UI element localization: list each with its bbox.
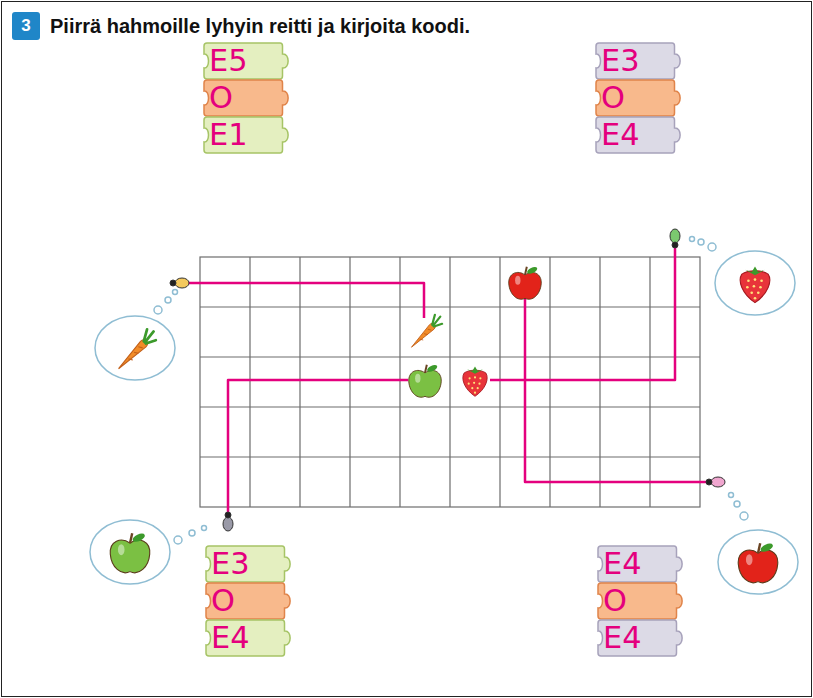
code-text: O [205,582,293,620]
code-text: E4 [595,116,683,154]
code-text: O [595,79,683,117]
code-puzzle-piece: E3 [205,545,293,583]
code-text: E3 [595,42,683,80]
thought-bubbles-part [189,530,195,536]
thought-bubbles-part [165,297,171,303]
code-text: E1 [203,116,291,154]
grid-fruits-part [509,266,542,300]
thought-bubbles-part [718,530,798,594]
code-puzzle-piece: O [203,79,291,117]
code-text: E4 [205,619,293,657]
route-lines-part [525,298,708,482]
bugs-part [672,242,678,248]
code-puzzle-piece: E4 [597,545,685,583]
task-number: 3 [21,16,30,36]
bugs-part [223,517,233,531]
thought-bubbles [90,237,798,595]
route-lines-part [228,380,408,514]
thought-bubbles-part [202,526,207,531]
thought-bubbles-part [740,512,748,520]
thought-bubbles-part [154,306,162,314]
grid-part [200,307,700,457]
code-text: E3 [205,545,293,583]
task-title: Piirrä hahmoille lyhyin reitti ja kirjoi… [50,12,470,40]
grid-fruits [409,266,542,398]
bubble-fruits-part [740,266,770,302]
code-text: O [597,582,685,620]
bugs-part [670,229,680,243]
thought-bubbles-part [690,237,695,242]
bugs-part [711,477,725,487]
code-text: E4 [597,545,685,583]
bugs-part [225,512,231,518]
grid-fruits-part [463,367,487,397]
bugs [170,229,725,531]
code-puzzle-piece: E4 [205,619,293,657]
route-lines [188,246,708,514]
code-puzzle-piece: E4 [597,619,685,657]
code-text: E4 [597,619,685,657]
thought-bubbles-part [95,316,175,380]
thought-bubbles-part [729,493,734,498]
code-puzzle-piece: E4 [595,116,683,154]
bugs-part [170,280,176,286]
thought-bubbles-part [708,243,716,251]
bubble-fruits-part [119,329,156,368]
thought-bubbles-part [715,251,795,315]
code-puzzle-piece: E1 [203,116,291,154]
grid-part [250,257,650,507]
thought-bubbles-part [174,536,182,544]
grid-fruits-part [412,315,443,347]
code-text: E5 [203,42,291,80]
bugs-part [706,479,712,485]
bubble-fruits-part [110,532,150,573]
thought-bubbles-part [698,239,704,245]
grid-part [200,257,700,507]
code-puzzle-piece: O [595,79,683,117]
bubble-fruits-part [738,542,778,583]
task-number-badge: 3 [12,12,40,40]
bugs-part [175,278,189,288]
code-puzzle-piece: E5 [203,42,291,80]
thought-bubbles-part [173,290,178,295]
grid-fruits-part [409,364,442,398]
code-puzzle-piece: O [597,582,685,620]
bubble-fruits [110,266,778,582]
route-lines-part [490,246,675,380]
grid [200,257,700,507]
code-text: O [203,79,291,117]
route-lines-part [188,283,424,318]
code-puzzle-piece: O [205,582,293,620]
thought-bubbles-part [734,501,740,507]
thought-bubbles-part [90,520,170,584]
code-puzzle-piece: E3 [595,42,683,80]
